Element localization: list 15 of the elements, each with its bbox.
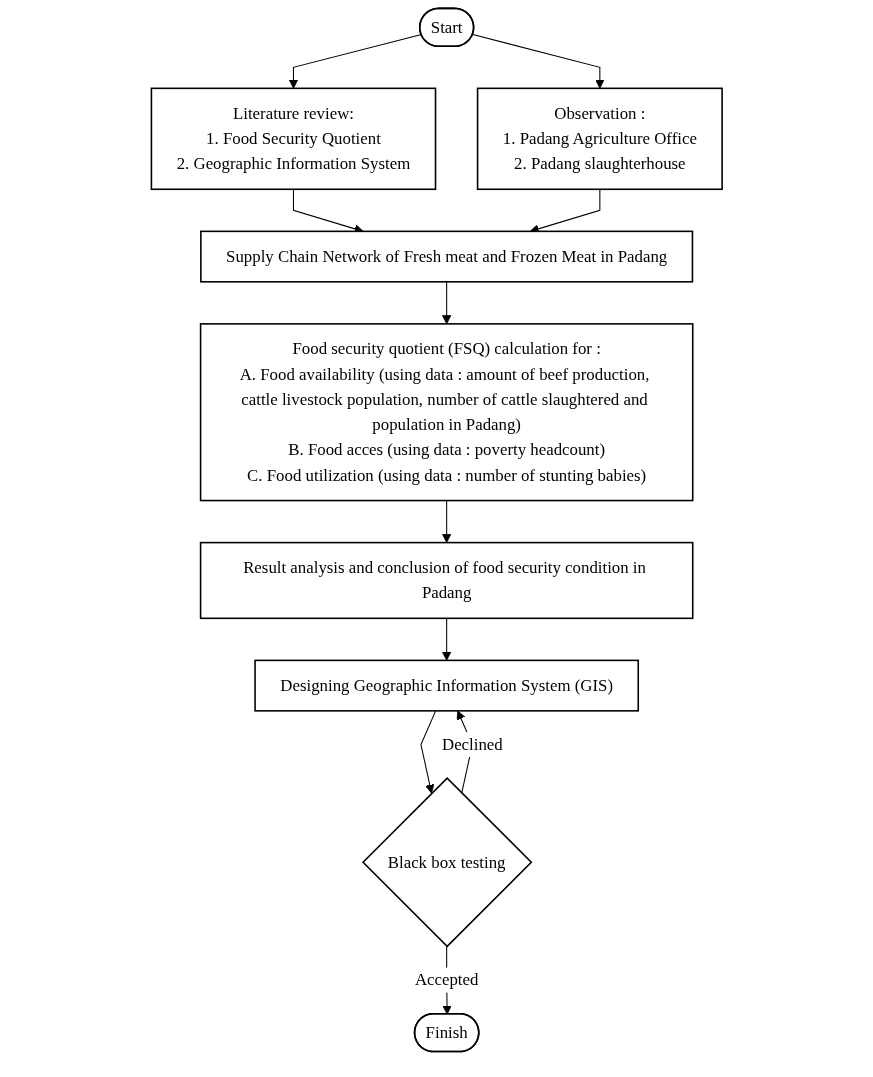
- node-box: Supply Chain Network of Fresh meat and Frozen Meat in Padang: [199, 230, 693, 283]
- arrow: [441, 617, 451, 661]
- arrow: [472, 34, 605, 89]
- arrow: [441, 500, 451, 543]
- edge-label: Accepted: [414, 970, 479, 989]
- arrow: [288, 34, 422, 89]
- node-diamond: Black box testing: [361, 777, 533, 948]
- node-box: Food security quotient (FSQ) calculation for : A. Food availability (using data : amount of beef production, cattle livestock population, number of cattle slaughtered and population in Padang) B. Food acces (using data : poverty headcount) C. Food utilization (using data : number of stunting babies): [199, 323, 694, 502]
- node-box: Literature review: 1. Food Security Quotient 2. Geographic Information System: [150, 87, 437, 191]
- node-box: Observation : 1. Padang Agriculture Office 2. Padang slaughterhouse: [476, 87, 723, 191]
- node-box: Designing Geographic Information System (GIS): [254, 659, 639, 712]
- arrow: [420, 710, 436, 794]
- arrow: [441, 281, 451, 325]
- node-box: Result analysis and conclusion of food security condition in Padang: [199, 541, 694, 620]
- edge-label: Declined: [441, 735, 503, 753]
